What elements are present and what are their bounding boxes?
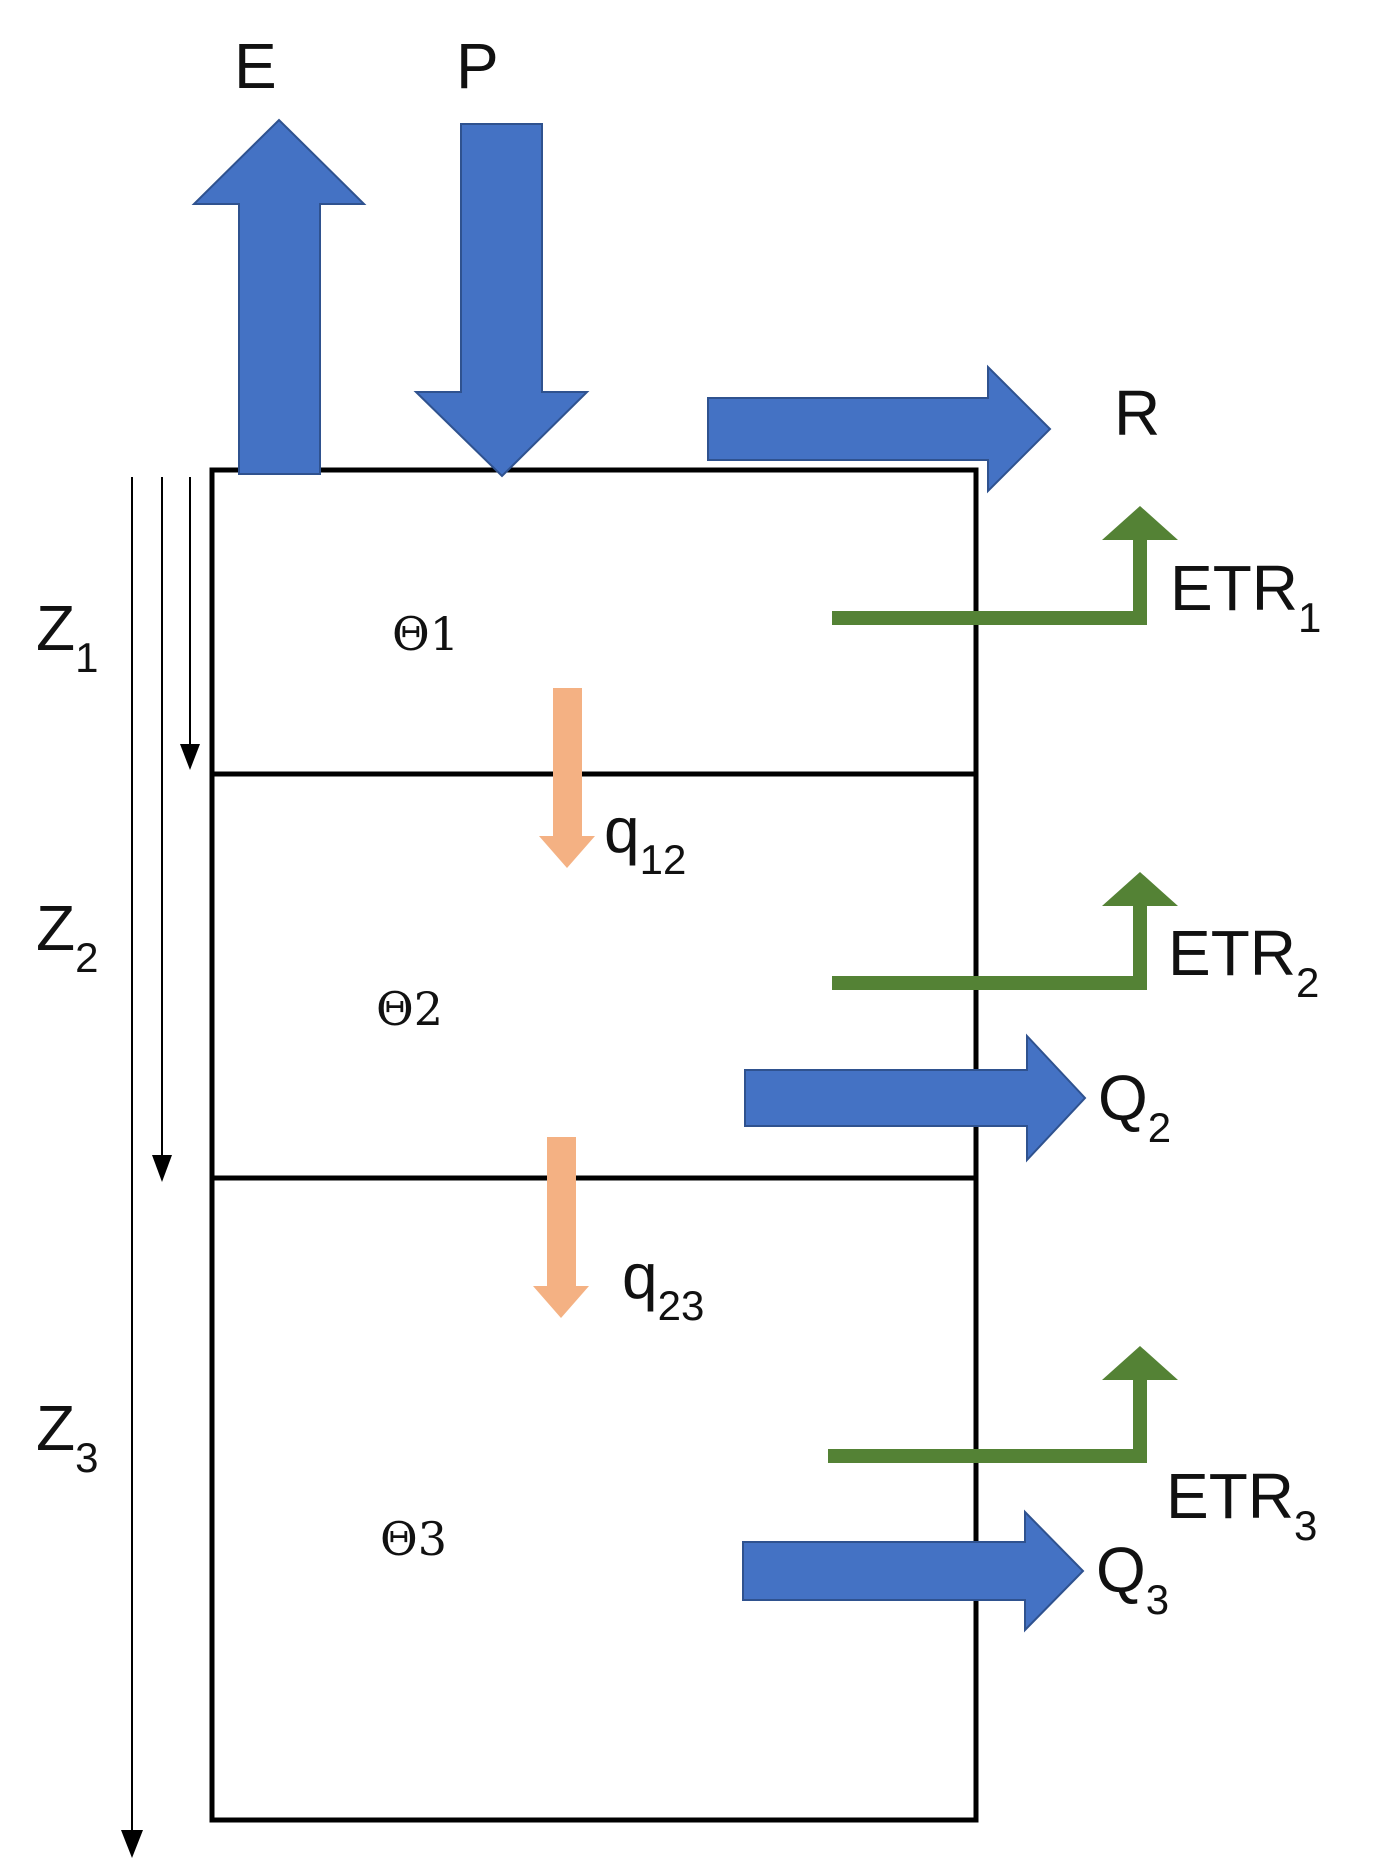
z2-label-sub: 2 — [75, 934, 98, 981]
etr2-arrow-head — [1102, 872, 1178, 906]
etr2-label: ETR2 — [1168, 917, 1319, 1006]
q12-label-sub: 12 — [640, 836, 687, 883]
lateral-flow-q2-arrow — [744, 1033, 1087, 1163]
blue-arrows — [191, 118, 1087, 1633]
etr3-label-main: ETR — [1166, 1460, 1294, 1532]
lateral-flow-q3-arrow — [742, 1509, 1085, 1633]
theta1-label: Θ1 — [392, 607, 459, 661]
etr1-arrow-head — [1102, 506, 1178, 540]
depth-arrows — [121, 477, 200, 1858]
soil-column — [209, 467, 979, 1823]
q2-label: Q2 — [1098, 1062, 1171, 1151]
z3-label: Z3 — [36, 1392, 98, 1481]
etr1-label-main: ETR — [1170, 552, 1298, 624]
evaporation-arrow — [191, 118, 367, 475]
etr2-label-main: ETR — [1168, 917, 1296, 989]
etr2-label-sub: 2 — [1296, 959, 1319, 1006]
z2-label-main: Z — [36, 892, 75, 964]
runoff-label: R — [1114, 377, 1160, 449]
z1-label: Z1 — [36, 592, 98, 681]
z3-label-sub: 3 — [75, 1434, 98, 1481]
theta2-label: Θ2 — [376, 982, 443, 1036]
orange-arrows — [533, 688, 595, 1318]
precipitation-arrow — [413, 123, 590, 478]
etr2-arrow-path — [832, 898, 1147, 990]
percolation-q12-arrow — [539, 688, 595, 868]
depth-arrow-z3-head — [121, 1830, 143, 1858]
z2-label: Z2 — [36, 892, 98, 981]
etr1-label-sub: 1 — [1298, 594, 1321, 641]
etr3-label: ETR3 — [1166, 1460, 1317, 1549]
percolation-q23-arrow — [533, 1137, 589, 1318]
green-arrow-heads — [1102, 506, 1178, 1380]
etr1-arrow-path — [832, 532, 1147, 625]
q12-label-main: q — [604, 794, 640, 866]
q3-label-sub: 3 — [1146, 1576, 1169, 1623]
depth-arrow-z1-head — [180, 744, 200, 770]
q3-label-main: Q — [1096, 1534, 1146, 1606]
etr3-arrow-head — [1102, 1346, 1178, 1380]
theta3-label: Θ3 — [380, 1512, 447, 1566]
evaporation-label: E — [234, 30, 277, 102]
z1-label-main: Z — [36, 592, 75, 664]
q12-label: q12 — [604, 794, 686, 883]
z1-label-sub: 1 — [75, 634, 98, 681]
q23-label: q23 — [622, 1240, 704, 1329]
depth-arrow-z2-head — [152, 1155, 172, 1182]
z3-label-main: Z — [36, 1392, 75, 1464]
q23-label-main: q — [622, 1240, 658, 1312]
q23-label-sub: 23 — [658, 1282, 705, 1329]
runoff-arrow — [707, 364, 1052, 494]
etr3-label-sub: 3 — [1294, 1502, 1317, 1549]
q2-label-main: Q — [1098, 1062, 1148, 1134]
q2-label-sub: 2 — [1148, 1104, 1171, 1151]
etr3-arrow-path — [828, 1370, 1147, 1463]
q3-label: Q3 — [1096, 1534, 1169, 1623]
precipitation-label: P — [456, 30, 499, 102]
green-arrows — [828, 532, 1147, 1463]
soil-column-outline — [209, 467, 979, 1823]
etr1-label: ETR1 — [1170, 552, 1321, 641]
